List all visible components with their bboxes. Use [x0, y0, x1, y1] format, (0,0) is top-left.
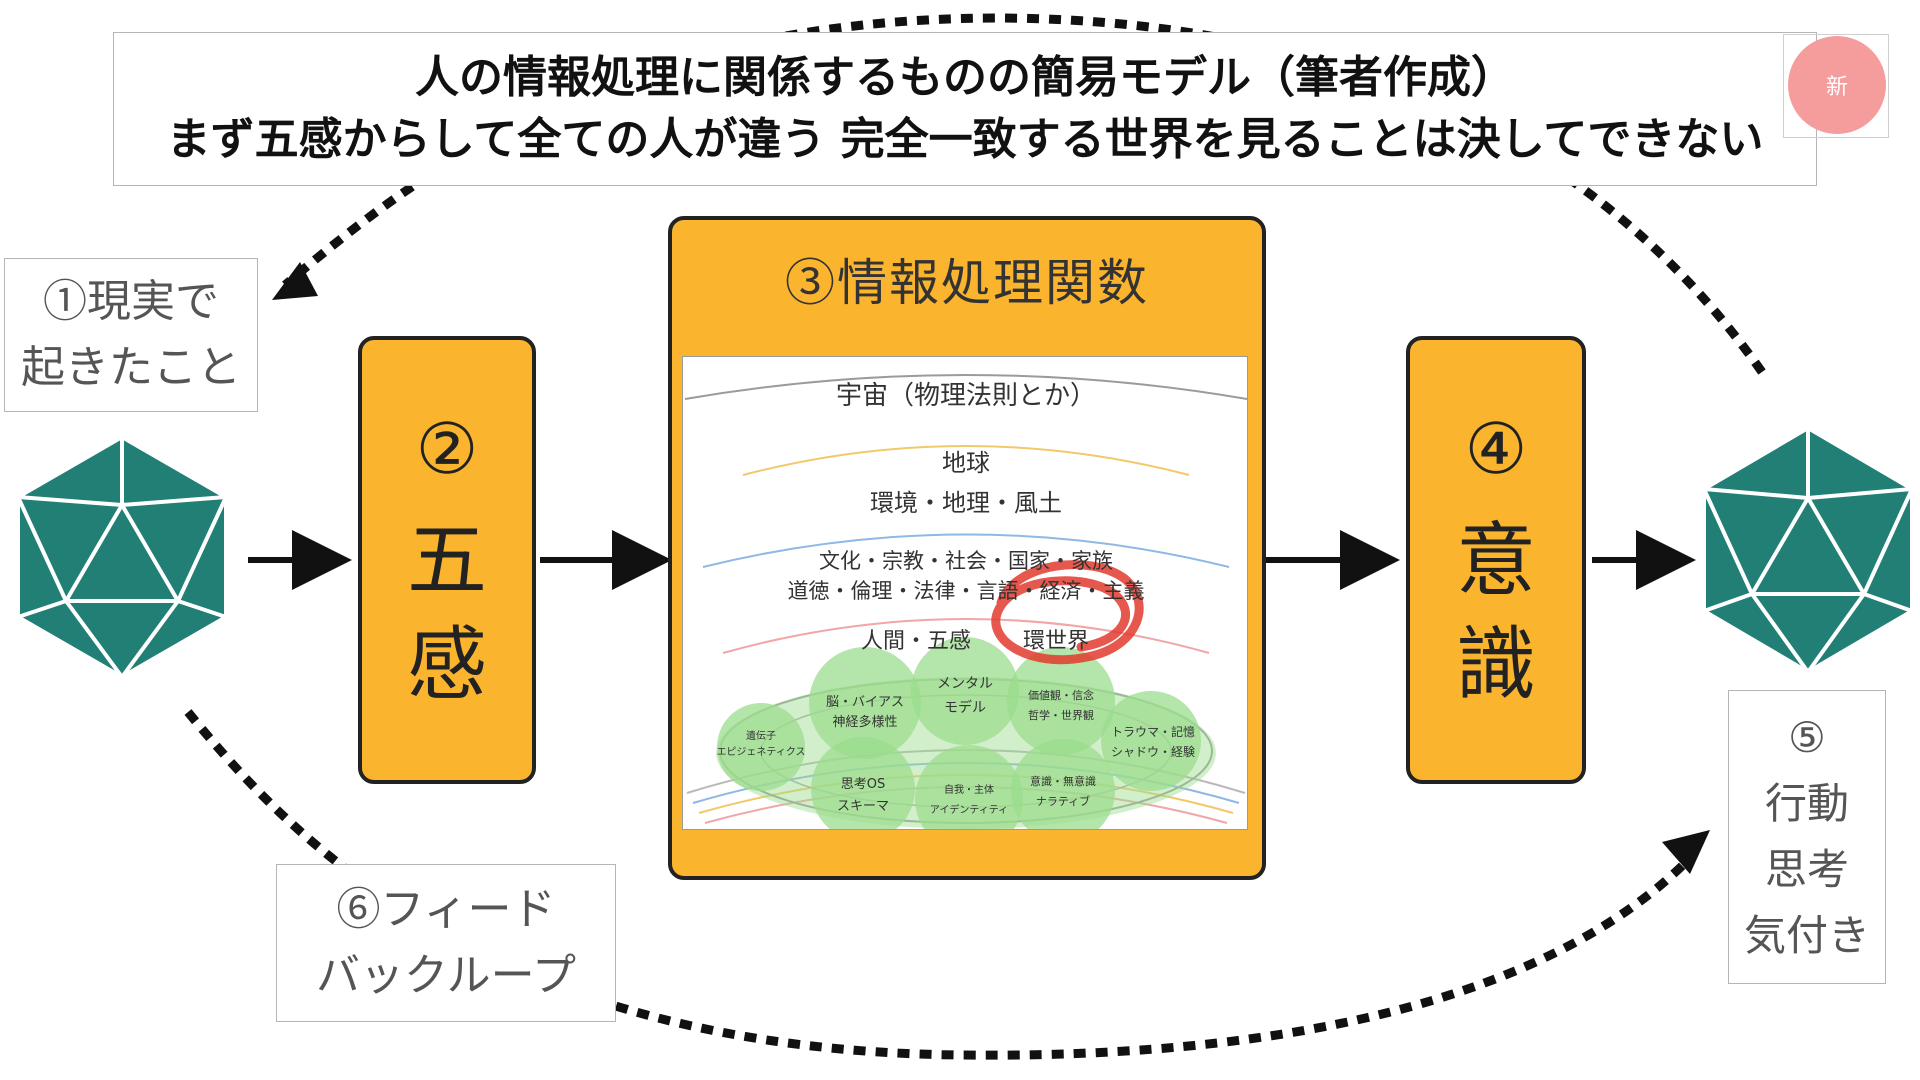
layer-universe: 宇宙（物理法則とか）	[835, 381, 1096, 411]
feedback-line-1: ⑥フィード	[336, 884, 556, 935]
bubble-conscious	[1011, 739, 1115, 829]
action-line-1: 行動	[1764, 779, 1849, 828]
bubble-brain-1: 脳・バイアス	[825, 695, 904, 710]
right-die-icon	[1702, 425, 1914, 675]
senses-line-1: 五	[407, 514, 487, 607]
universe-arc	[684, 374, 1247, 400]
bubble-trauma-2: シャドウ・経験	[1110, 745, 1195, 759]
reality-line-2: 起きたこと	[21, 342, 241, 393]
layer-environment: 環境・地理・風土	[870, 489, 1062, 517]
bubble-mental	[911, 637, 1019, 745]
reality-box: ①現実で 起きたこと	[4, 258, 258, 412]
action-number: ⑤	[1788, 713, 1826, 762]
bubble-brain	[809, 647, 921, 759]
bubble-values-1: 価値観・信念	[1028, 689, 1094, 702]
layer-arcs	[684, 374, 1247, 829]
new-badge: 新	[1788, 36, 1886, 134]
bubble-conscious-1: 意識・無意識	[1030, 775, 1096, 788]
senses-number: ②	[415, 408, 479, 490]
bubble-trauma	[1101, 691, 1201, 791]
consciousness-line-2: 識	[1456, 618, 1536, 711]
top-arc-arrowhead	[272, 262, 318, 300]
bubble-values-2: 哲学・世界観	[1028, 709, 1094, 722]
left-die-icon	[16, 434, 228, 680]
bubble-self-1: 自我・主体	[944, 785, 994, 796]
bubble-genes	[717, 703, 805, 791]
reality-line-1: ①現実で	[43, 276, 219, 327]
layer-culture-1: 文化・宗教・社会・国家・家族	[819, 549, 1113, 573]
title-line-1: 人の情報処理に関係するものの簡易モデル（筆者作成）	[415, 52, 1515, 103]
layer-earth: 地球	[942, 449, 990, 477]
title-box: 人の情報処理に関係するものの簡易モデル（筆者作成） まず五感からして全ての人が違…	[113, 32, 1817, 186]
red-scribble	[991, 560, 1144, 665]
senses-line-2: 感	[407, 618, 487, 711]
action-box: ⑤ 行動 思考 気付き	[1728, 690, 1886, 984]
layer-culture-2: 道徳・倫理・法律・言語・経済・主義	[787, 579, 1145, 603]
title-line-2: まず五感からして全ての人が違う 完全一致する世界を見ることは決してできない	[166, 114, 1764, 165]
culture-arc	[702, 533, 1230, 568]
consciousness-box: ④ 意 識	[1406, 336, 1586, 784]
earth-arc	[742, 445, 1190, 476]
human-arc	[722, 618, 1210, 654]
consciousness-line-1: 意	[1456, 514, 1536, 607]
function-title: ③情報処理関数	[785, 254, 1149, 312]
layer-model-panel: 宇宙（物理法則とか） 地球 環境・地理・風土 文化・宗教・社会・国家・家族 道徳…	[682, 356, 1248, 830]
bottom-arc-arrowhead	[1662, 830, 1710, 874]
feedback-box: ⑥フィード バックループ	[276, 864, 616, 1022]
bubble-thinking-1: 思考OS	[840, 777, 886, 792]
action-line-2: 思考	[1764, 845, 1849, 894]
bubble-thinking	[811, 737, 915, 829]
bubble-genes-1: 遺伝子	[746, 731, 776, 742]
layer-human: 人間・五感	[860, 629, 971, 654]
bubble-self-2: アイデンティティ	[929, 805, 1009, 816]
feedback-line-2: バックループ	[315, 950, 577, 1001]
bubble-thinking-2: スキーマ	[836, 799, 889, 814]
consciousness-number: ④	[1464, 408, 1528, 490]
bubble-conscious-2: ナラティブ	[1035, 795, 1091, 808]
bubble-mental-2: モデル	[944, 700, 986, 716]
layer-umwelt: 環世界	[1022, 629, 1089, 654]
bubble-genes-2: エピジェネティクス	[716, 747, 806, 758]
bubble-self	[915, 745, 1023, 829]
bubble-mental-1: メンタル	[937, 676, 993, 692]
action-line-3: 気付き	[1743, 911, 1870, 960]
badge-frame	[1783, 34, 1889, 138]
bubble-brain-2: 神経多様性	[832, 715, 898, 730]
bubble-trauma-1: トラウマ・記憶	[1110, 725, 1195, 739]
senses-box: ② 五 感	[358, 336, 536, 784]
bubble-values	[1007, 647, 1115, 755]
